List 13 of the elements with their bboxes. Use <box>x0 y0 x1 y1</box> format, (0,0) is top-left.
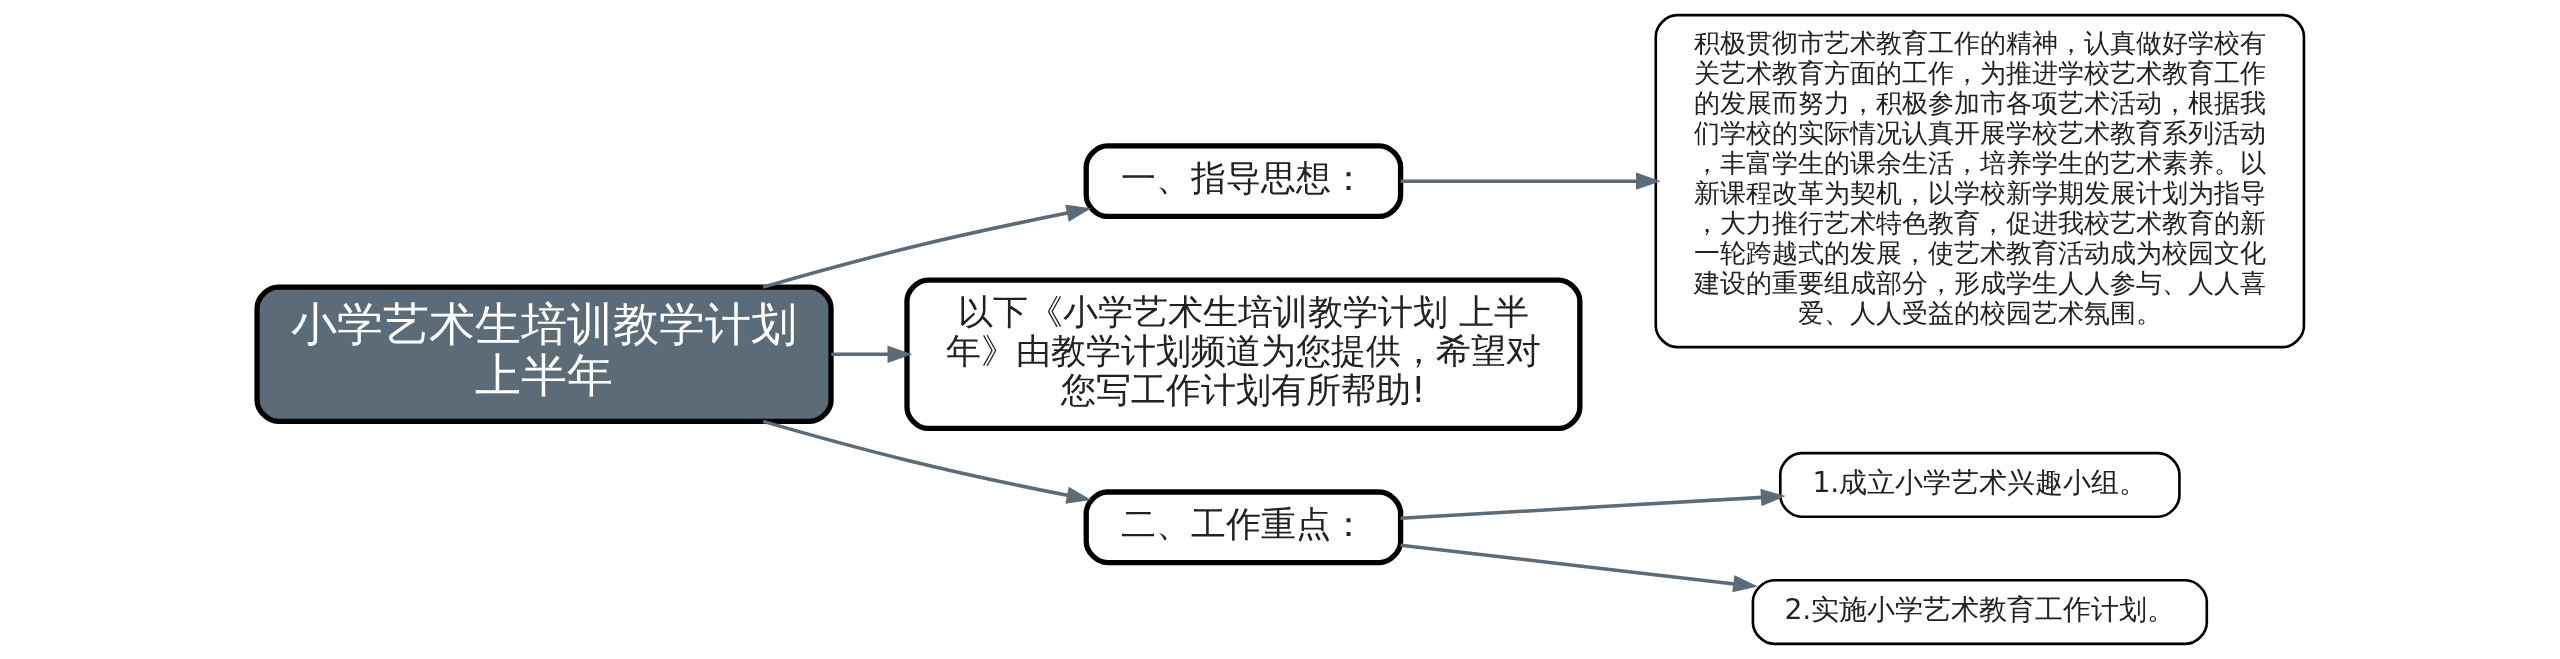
arrow <box>762 419 1091 504</box>
node-box: 1.成立小学艺术兴趣小组。 <box>1778 451 2181 519</box>
node-box: 以下《小学艺术生培训教学计划 上半年》由教学计划频道为您提供，希望对您写工作计划有所帮助! <box>903 277 1582 432</box>
node-box: 2.实施小学艺术教育工作计划。 <box>1751 578 2208 646</box>
arrow <box>762 204 1091 289</box>
arrow <box>1400 488 1786 521</box>
arrow <box>1400 172 1661 190</box>
arrow <box>1399 543 1758 593</box>
node-box: 小学艺术生培训教学计划上半年 <box>253 284 834 424</box>
node-box: 积极贯彻市艺术教育工作的精神，认真做好学校有关艺术教育方面的工作，为推进学校艺术教育工作的发展而努力，积极参加市各项艺术活动，根据我们学校的实际情况认真开展学校艺术教育系列活动，丰富学生的课余生活，培养学生的艺术素养。以新课程改革为契机，以学校新学期发展计划为指导，大力推行艺术特色教育，促进我校艺术教育的新一轮跨越式的发展，使艺术教育活动成为校园文化建设的重要组成部分，形成学生人人参与、人人喜爱、人人受益的校园艺术氛围。 <box>1653 13 2305 349</box>
node-box: 一、指导思想： <box>1083 143 1403 220</box>
node-box: 二、工作重点： <box>1083 489 1403 566</box>
arrow <box>830 345 912 363</box>
